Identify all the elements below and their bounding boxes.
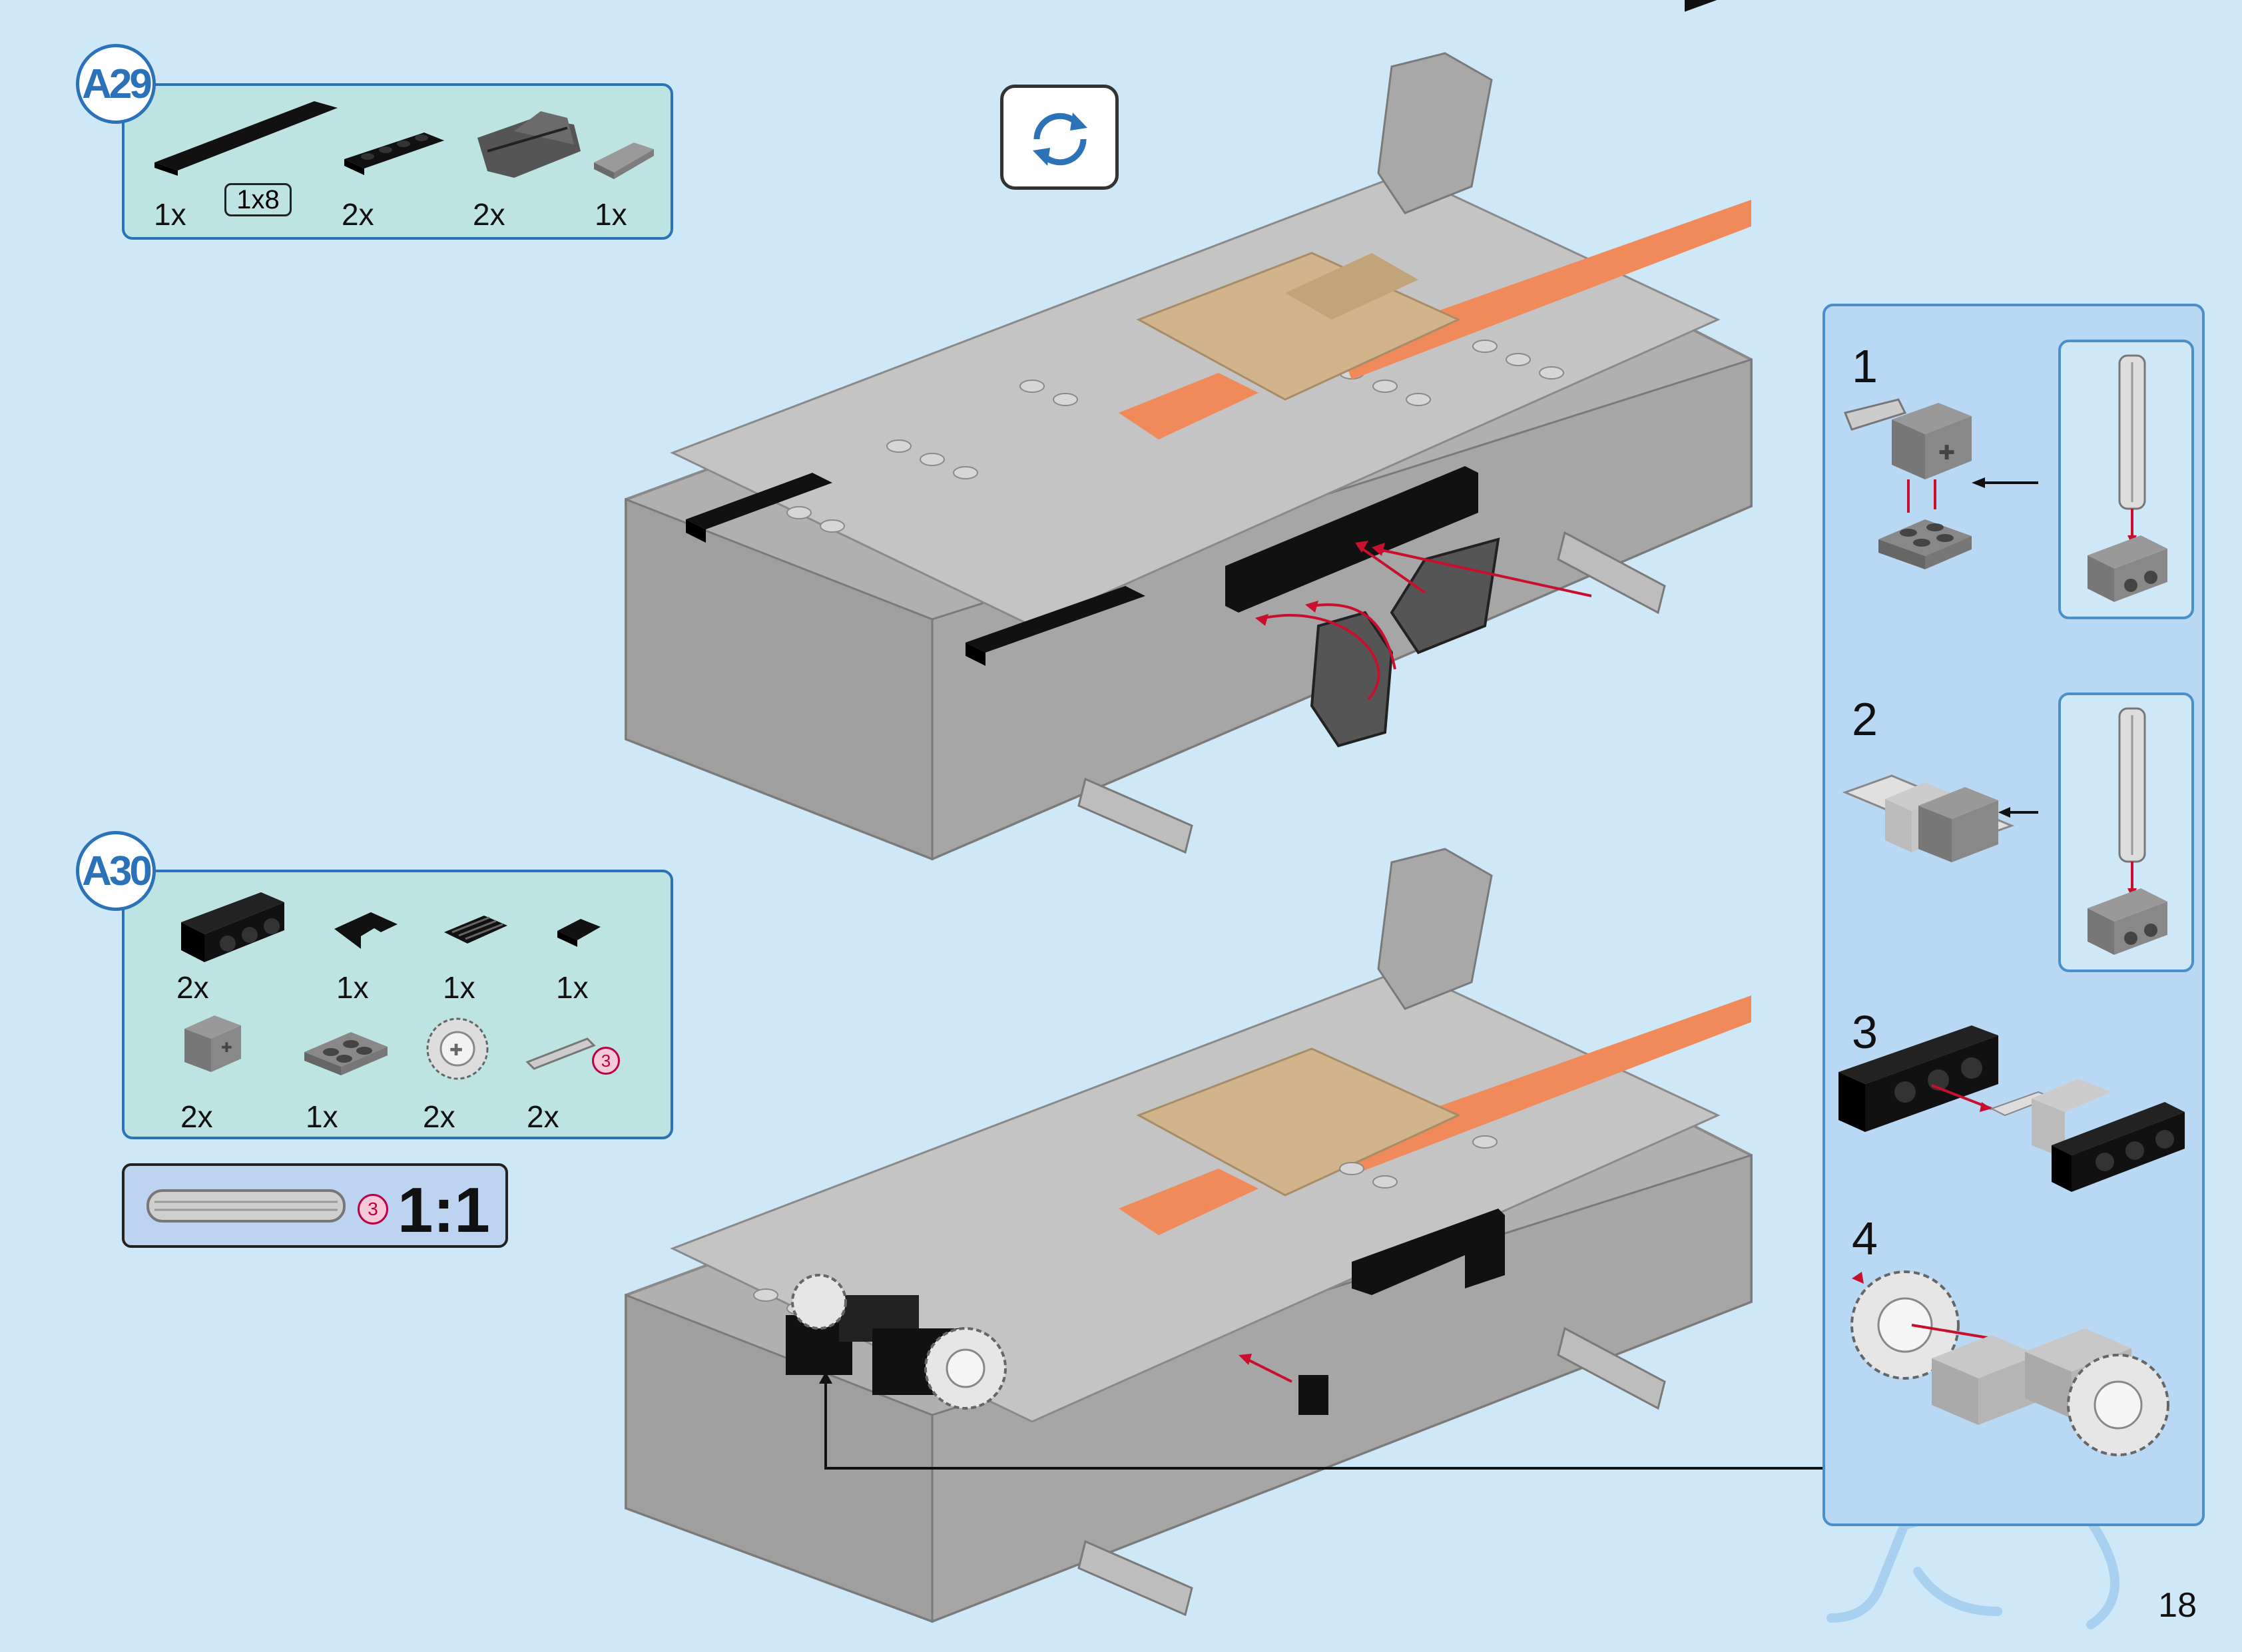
- sub-step-number: 1: [1852, 340, 1878, 392]
- dark-gray-wedge-icon: [477, 111, 581, 178]
- detail-inset-1: [2058, 340, 2194, 619]
- gray-axle-icon: [525, 1037, 596, 1070]
- sub-step-4-parts: [1850, 1270, 2169, 1456]
- scale-length-marker: 3: [358, 1194, 388, 1225]
- sub-step-3-parts: [1838, 1025, 2185, 1192]
- part-qty: 1x: [595, 197, 627, 232]
- step-badge-a29: A29: [76, 44, 156, 124]
- part-qty: 1x: [336, 970, 369, 1005]
- model-a30: [625, 848, 1753, 1623]
- sub-assembly-panel: 1 ✚ 2: [1822, 304, 2205, 1526]
- black-technic-brick-icon: [181, 892, 284, 962]
- black-plate-1x4-icon: [344, 133, 444, 175]
- gray-gear-icon: ✚: [426, 1017, 489, 1080]
- gray-plate-2x2-icon: [304, 1032, 388, 1075]
- scale-label: 1:1: [398, 1175, 490, 1246]
- axle-scale-icon: [146, 1189, 346, 1223]
- gray-slope-icon: [594, 142, 654, 179]
- detail-inset-2: [2058, 692, 2194, 972]
- callout-connector: [819, 1372, 1824, 1470]
- parts-box-a30: 2x 1x 1x 1x ✚ 2x 1x ✚ 2x 3 2x: [122, 870, 673, 1139]
- rotate-icon: [1033, 113, 1087, 166]
- svg-text:✚: ✚: [221, 1041, 232, 1055]
- sub-step-number: 2: [1852, 693, 1878, 745]
- sub-step-1-parts: ✚: [1843, 398, 2038, 569]
- part-qty: 2x: [473, 197, 505, 232]
- part-qty: 1x: [154, 197, 186, 232]
- part-qty: 2x: [527, 1099, 559, 1134]
- black-grille-tile-icon: [444, 916, 507, 944]
- page-number: 18: [2158, 1586, 2197, 1625]
- black-plate-1x8-icon: [154, 101, 338, 176]
- part-qty: 2x: [342, 197, 374, 232]
- black-corner-plate-icon: [334, 912, 398, 949]
- part-size-tag: 1x8: [224, 183, 292, 216]
- sub-step-number: 4: [1852, 1213, 1878, 1264]
- gray-axle-brick-icon: ✚: [184, 1015, 241, 1072]
- part-qty: 2x: [180, 1099, 213, 1134]
- sub-step-2-parts: [1842, 774, 2038, 862]
- svg-text:✚: ✚: [1938, 442, 1955, 464]
- black-tile-1x1-icon: [557, 919, 601, 947]
- part-qty: 1x: [443, 970, 475, 1005]
- step-badge-a30: A30: [76, 831, 156, 911]
- parts-box-a29: 1x8 1x 2x 2x 1x: [122, 83, 673, 240]
- part-qty: 1x: [556, 970, 589, 1005]
- sub-step-number: 3: [1852, 1006, 1878, 1058]
- axle-insert-icon: [2088, 707, 2167, 955]
- model-a29: [625, 0, 1753, 861]
- axle-insert-icon: [2088, 354, 2167, 602]
- part-qty: 1x: [306, 1099, 338, 1134]
- axle-length-marker: 3: [592, 1047, 620, 1075]
- part-qty: 2x: [176, 970, 209, 1005]
- svg-text:✚: ✚: [449, 1041, 463, 1059]
- rotate-model-box: [1000, 85, 1119, 190]
- scale-reference-box: 3 1:1: [122, 1163, 508, 1248]
- part-qty: 2x: [423, 1099, 455, 1134]
